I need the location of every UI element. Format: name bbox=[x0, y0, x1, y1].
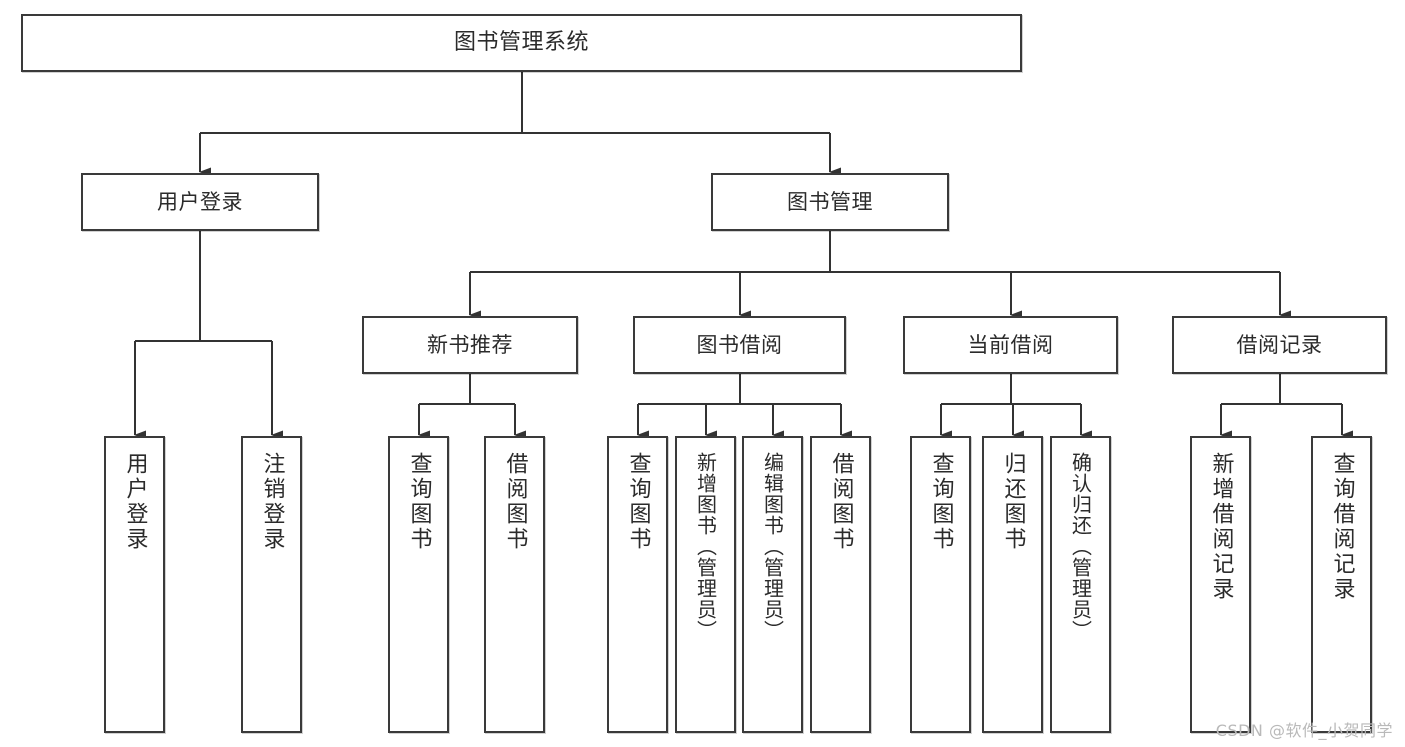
node-user-login[interactable]: 用户登录 bbox=[81, 173, 319, 231]
node-leaf-user-login[interactable]: 用户登录 bbox=[104, 436, 165, 733]
node-label: 确认归还（管理员） bbox=[1068, 452, 1093, 641]
node-leaf-return-book[interactable]: 归还图书 bbox=[982, 436, 1043, 733]
node-root[interactable]: 图书管理系统 bbox=[21, 14, 1022, 72]
node-label: 新书推荐 bbox=[427, 332, 513, 357]
node-leaf-query-book-1[interactable]: 查询图书 bbox=[388, 436, 449, 733]
node-new-book-rec[interactable]: 新书推荐 bbox=[362, 316, 578, 374]
node-book-borrow[interactable]: 图书借阅 bbox=[633, 316, 846, 374]
node-label: 查询借阅记录 bbox=[1329, 452, 1355, 602]
node-leaf-user-logout[interactable]: 注销登录 bbox=[241, 436, 302, 733]
node-leaf-add-book[interactable]: 新增图书（管理员） bbox=[675, 436, 736, 733]
node-leaf-add-record[interactable]: 新增借阅记录 bbox=[1190, 436, 1251, 733]
node-label: 借阅记录 bbox=[1236, 332, 1323, 357]
node-label: 当前借阅 bbox=[967, 332, 1054, 357]
node-label: 图书借阅 bbox=[696, 332, 783, 357]
node-label: 查询图书 bbox=[625, 452, 651, 552]
node-label: 新增图书（管理员） bbox=[693, 452, 718, 641]
node-label: 借阅图书 bbox=[828, 452, 854, 552]
node-label: 用户登录 bbox=[122, 452, 148, 552]
node-label: 用户登录 bbox=[157, 189, 243, 214]
node-leaf-edit-book[interactable]: 编辑图书（管理员） bbox=[742, 436, 803, 733]
node-label: 新增借阅记录 bbox=[1208, 452, 1234, 602]
node-label: 借阅图书 bbox=[502, 452, 528, 552]
node-leaf-query-book-2[interactable]: 查询图书 bbox=[607, 436, 668, 733]
node-label: 归还图书 bbox=[1000, 452, 1026, 552]
node-leaf-confirm-return[interactable]: 确认归还（管理员） bbox=[1050, 436, 1111, 733]
node-current-borrow[interactable]: 当前借阅 bbox=[903, 316, 1118, 374]
node-leaf-borrow-book-2[interactable]: 借阅图书 bbox=[810, 436, 871, 733]
connector-group bbox=[133, 72, 1353, 440]
node-label: 注销登录 bbox=[259, 452, 285, 552]
node-label: 编辑图书（管理员） bbox=[760, 452, 785, 641]
node-book-manage[interactable]: 图书管理 bbox=[711, 173, 949, 231]
node-label: 图书管理 bbox=[787, 189, 873, 214]
node-label: 图书管理系统 bbox=[453, 30, 589, 56]
node-leaf-borrow-book-1[interactable]: 借阅图书 bbox=[484, 436, 545, 733]
node-label: 查询图书 bbox=[406, 452, 432, 552]
node-leaf-query-book-3[interactable]: 查询图书 bbox=[910, 436, 971, 733]
node-leaf-query-record[interactable]: 查询借阅记录 bbox=[1311, 436, 1372, 733]
node-borrow-record[interactable]: 借阅记录 bbox=[1172, 316, 1387, 374]
node-label: 查询图书 bbox=[928, 452, 954, 552]
